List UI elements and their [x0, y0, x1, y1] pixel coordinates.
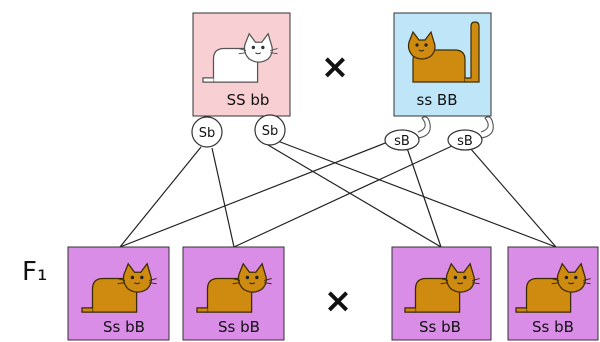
- gamete-sb-2: Sb: [254, 114, 286, 146]
- gamete-label: sB: [394, 134, 410, 149]
- offspring-genotype-label: Ss bB: [532, 318, 574, 336]
- cross-symbol: ×: [324, 281, 353, 321]
- line-gamete1-offspring1: [119, 146, 202, 248]
- gamete-label: Sb: [199, 126, 216, 141]
- line-gamete4-offspring4: [469, 147, 557, 248]
- offspring-card-3: Ss bB: [391, 246, 492, 341]
- generation-label: F₁: [22, 257, 47, 287]
- gamete-sB-2: sB: [447, 116, 494, 151]
- line-gamete4-offspring2: [233, 145, 453, 248]
- gamete-circle: [254, 114, 286, 146]
- parent-white-cat-card: SS bb: [192, 12, 291, 117]
- gamete-ellipse: [384, 129, 420, 151]
- offspring-card-2: Ss bB: [182, 246, 285, 341]
- offspring-genotype-label: Ss bB: [218, 318, 260, 336]
- offspring-genotype-label: Ss bB: [103, 318, 145, 336]
- offspring-box: [67, 246, 170, 341]
- parent-brown-cat-card: ss BB: [393, 12, 492, 117]
- gamete-lines: [119, 139, 557, 248]
- offspring-card-1: Ss bB: [67, 246, 170, 341]
- offspring-genotype-label: Ss bB: [419, 318, 461, 336]
- gamete-sb-1: Sb: [191, 116, 223, 148]
- gamete-circle: [191, 116, 223, 148]
- gamete-label: sB: [457, 134, 473, 149]
- line-gamete3-offspring1: [119, 139, 394, 248]
- gamete-label: Sb: [262, 124, 279, 139]
- cross-symbol: ×: [321, 47, 350, 87]
- line-gamete3-offspring3: [406, 147, 442, 248]
- gamete-ellipse: [447, 129, 483, 151]
- line-gamete1-offspring2: [211, 147, 235, 248]
- gamete-sB-1: sB: [384, 116, 431, 151]
- sperm-tail: [417, 116, 431, 139]
- line-gamete2-offspring4: [274, 139, 557, 248]
- parent-genotype-label: SS bb: [227, 91, 270, 109]
- offspring-card-4: Ss bB: [507, 246, 599, 341]
- line-gamete2-offspring3: [267, 144, 442, 248]
- parent-genotype-label: ss BB: [417, 91, 458, 109]
- sperm-tail: [480, 116, 494, 139]
